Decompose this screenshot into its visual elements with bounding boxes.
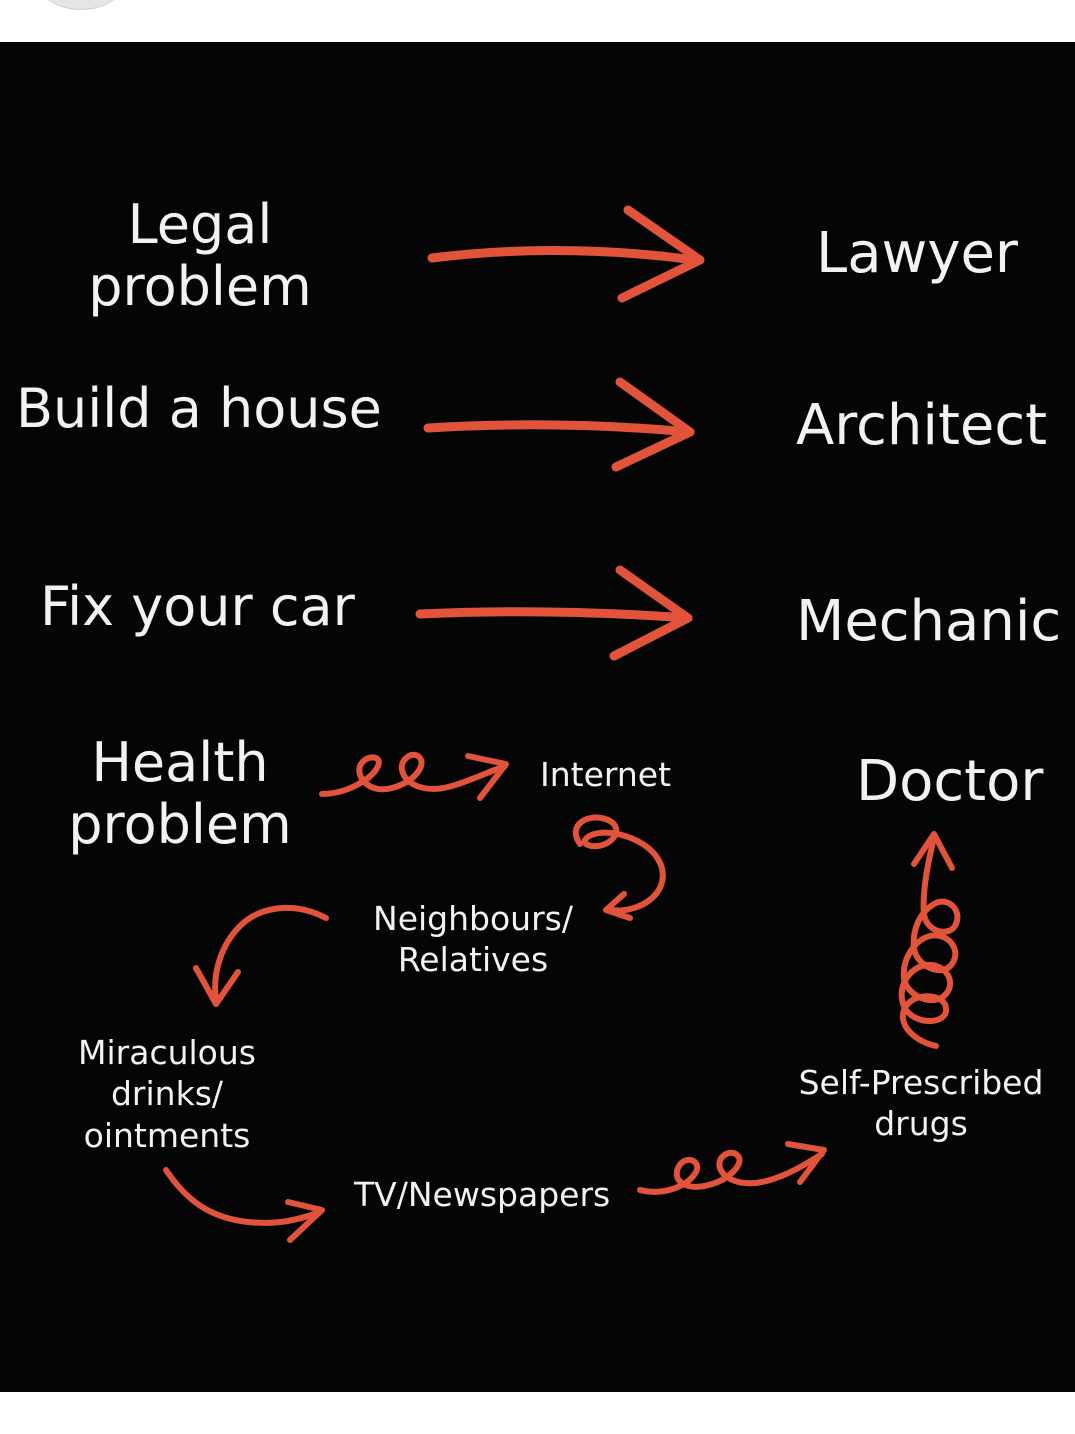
loop-head — [603, 891, 633, 921]
arrow-shaft — [415, 607, 693, 623]
curved-arrow-icon — [163, 1167, 325, 1243]
miraculous-line2: drinks/ — [110, 1074, 224, 1114]
legal-problem-line1: Legal — [127, 193, 273, 256]
arrow-shaft — [423, 420, 695, 437]
squiggle-head — [785, 1141, 827, 1185]
squiggle-arrow-icon — [637, 1141, 827, 1195]
health-problem-label: Health problem — [60, 731, 300, 857]
loop-line — [572, 814, 666, 914]
fix-car-label: Fix your car — [40, 575, 355, 638]
lawyer-label: Lawyer — [816, 221, 1018, 286]
tv-newspapers-label: TV/Newspapers — [354, 1175, 611, 1214]
legal-problem-label: Legal problem — [70, 193, 330, 319]
curve-line — [163, 1167, 323, 1226]
right-arrow-icon — [427, 205, 705, 303]
mechanic-label: Mechanic — [796, 589, 1062, 654]
doctor-label: Doctor — [856, 749, 1044, 814]
neighbours-line2: Relatives — [397, 940, 549, 980]
squiggle-head — [465, 753, 509, 801]
curved-arrow-icon — [572, 814, 666, 921]
miraculous-line1: Miraculous — [78, 1033, 256, 1072]
squiggle-arrow-icon — [319, 751, 509, 801]
legal-problem-line2: problem — [88, 255, 312, 319]
neighbours-label: Neighbours/ Relatives — [368, 898, 578, 981]
curve-head — [285, 1199, 325, 1243]
arrow-head — [609, 565, 693, 661]
right-arrow-icon — [415, 565, 693, 661]
miraculous-line3: ointments — [83, 1115, 251, 1155]
neighbours-line1: Neighbours/ — [373, 899, 573, 938]
arrow-shaft — [427, 245, 700, 265]
spiral-up-arrow-icon — [898, 831, 961, 1049]
self-prescribed-line1: Self-Prescribed — [798, 1063, 1044, 1102]
spiral-head — [911, 831, 955, 871]
arrow-head — [617, 205, 705, 303]
avatar — [40, 0, 122, 10]
curve-head — [193, 965, 241, 1007]
squiggle-line — [637, 1149, 825, 1195]
spiral-line — [898, 835, 961, 1049]
internet-label: Internet — [540, 755, 672, 794]
curve-line — [212, 904, 329, 1003]
arrow-head — [611, 377, 695, 472]
self-prescribed-line2: drugs — [874, 1104, 968, 1144]
curved-arrow-icon — [193, 904, 329, 1007]
health-problem-line1: Health — [91, 731, 269, 794]
meme-panel: Legal problem Lawyer Build a house Archi… — [0, 42, 1075, 1392]
arrows-layer — [163, 205, 961, 1243]
self-prescribed-label: Self-Prescribed drugs — [786, 1062, 1056, 1145]
architect-label: Architect — [796, 393, 1048, 458]
squiggle-line — [319, 751, 508, 797]
right-arrow-icon — [423, 377, 695, 472]
miraculous-label: Miraculous drinks/ ointments — [72, 1032, 262, 1156]
health-problem-line2: problem — [68, 793, 292, 857]
build-house-label: Build a house — [16, 377, 382, 440]
